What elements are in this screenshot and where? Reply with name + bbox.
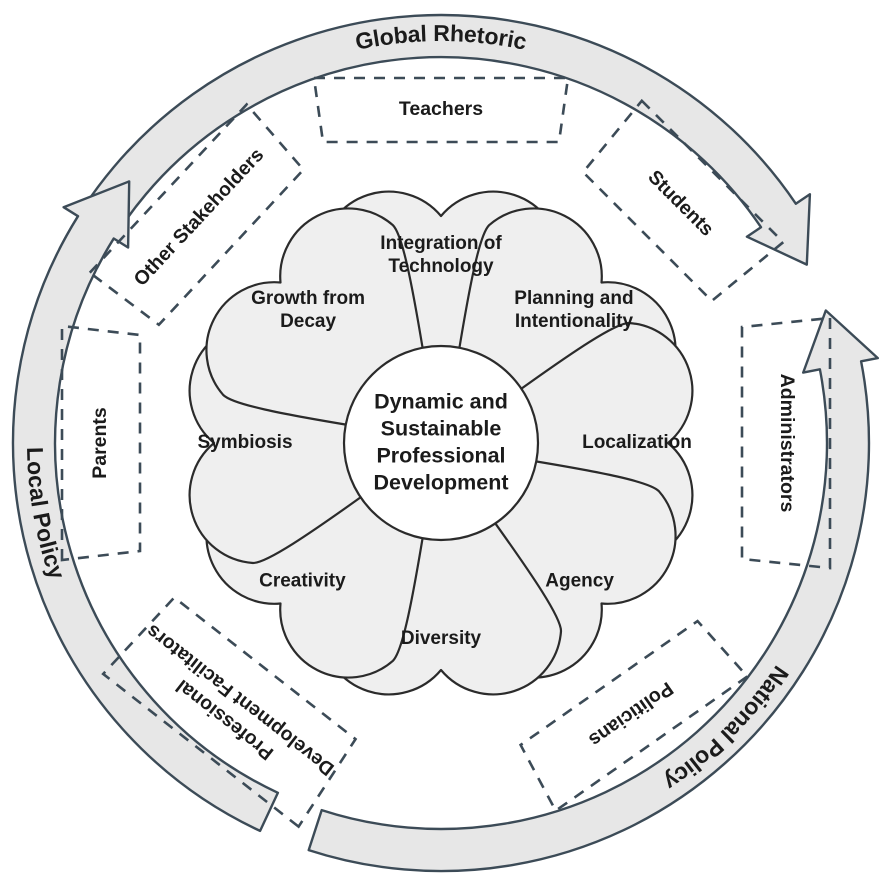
center-circle	[342, 344, 540, 542]
policy-band-global-rhetoric[interactable]	[58, 13, 812, 269]
petal-label-diversity: Diversity	[401, 628, 482, 649]
outer-policy-bands	[11, 13, 879, 873]
petal-label-agency: Agency	[545, 571, 614, 592]
stakeholder-label-parents: Parents	[89, 407, 111, 479]
petal-label-symbiosis: Symbiosis	[197, 432, 292, 453]
petal-growth-from-decay[interactable]	[178, 180, 471, 473]
policy-band-national-policy[interactable]	[307, 309, 879, 873]
petal-label-creativity: Creativity	[259, 571, 346, 592]
stakeholder-label-administrators: Administrators	[776, 374, 798, 513]
stakeholder-label-teachers: Teachers	[399, 98, 483, 120]
petal-shapes	[178, 180, 694, 696]
stakeholder-box-parents[interactable]: Parents	[60, 324, 142, 562]
stakeholder-box-administrators[interactable]: Administrators	[740, 316, 832, 570]
petal-label-localization: Localization	[582, 432, 692, 453]
band-label-national-policy: National Policy	[659, 661, 794, 796]
dashed-outline	[518, 619, 750, 813]
dashed-outline	[740, 316, 832, 570]
petal-shape	[205, 207, 425, 427]
stakeholder-label-politicians: Politicians	[584, 677, 677, 751]
stakeholder-box-teachers[interactable]: Teachers	[312, 76, 570, 144]
dashed-outline	[101, 595, 358, 829]
dashed-outline	[312, 76, 570, 144]
stakeholder-label-students: Students	[643, 166, 718, 241]
dashed-outline	[581, 98, 786, 303]
policy-band-local-policy[interactable]	[11, 180, 280, 833]
